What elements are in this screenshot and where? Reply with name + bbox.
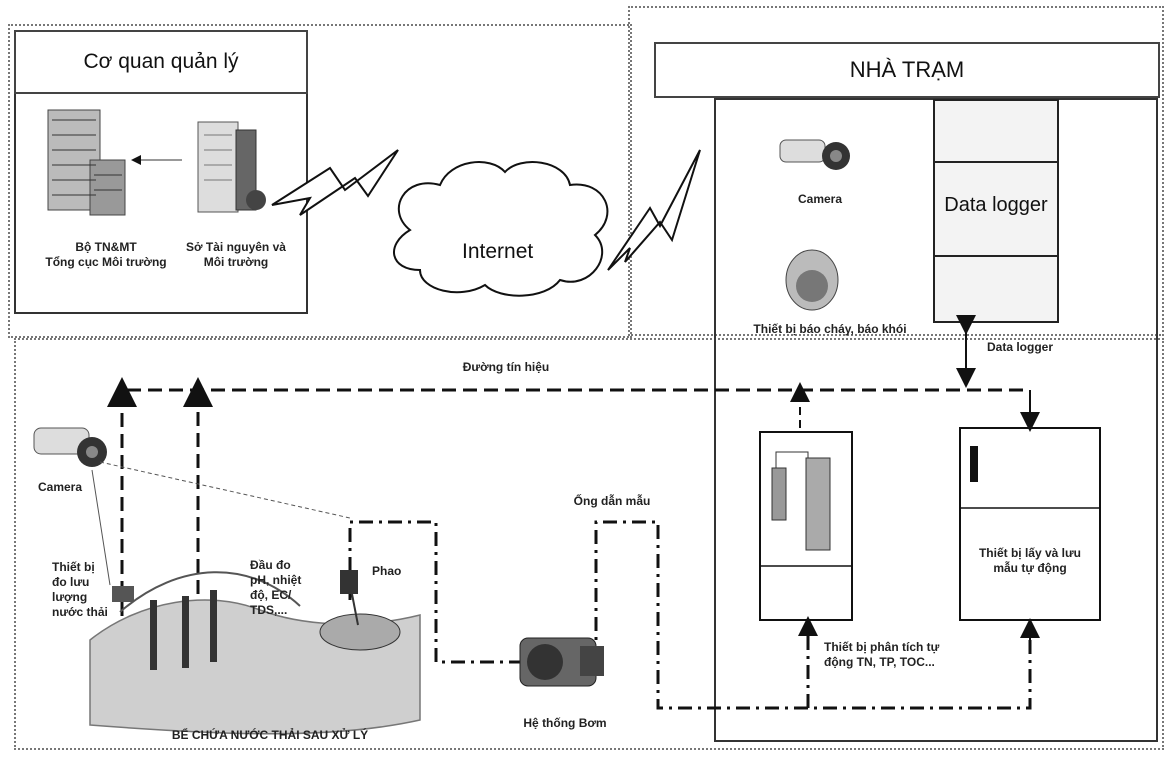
sampler-cabinet [959, 427, 1101, 621]
lightning-right-icon [607, 149, 701, 271]
datalogger-inner-label: Data logger [944, 194, 1048, 216]
internet-cloud-icon [393, 161, 609, 297]
pump-icon [519, 637, 604, 687]
float-label: Phao [372, 564, 402, 578]
department-label: Sở Tài nguyên và Môi trường [186, 240, 286, 269]
station-camera-label: Camera [797, 192, 843, 206]
department-building-icon [197, 121, 266, 213]
datalogger-cabinet [933, 99, 1059, 323]
pump-label: Hệ thống Bơm [523, 716, 607, 730]
station-title: NHÀ TRẠM [654, 42, 1160, 98]
agency-region [8, 24, 632, 338]
agency-title: Cơ quan quản lý [14, 30, 308, 94]
probe-label: Đầu đo pH, nhiệt độ, EC/ TDS,... [250, 558, 302, 617]
agency-title-text: Cơ quan quản lý [83, 50, 239, 73]
internet-label: Internet [462, 240, 534, 263]
fire-detector-icon [785, 249, 839, 311]
datalogger-label: Data logger [986, 340, 1053, 354]
ministry-label: Bộ TN&MT Tổng cục Môi trường [45, 240, 167, 269]
ministry-building-icon [47, 109, 126, 216]
float-icon [319, 570, 401, 651]
sampler-label: Thiết bị lấy và lưu mẫu tự động [978, 546, 1082, 575]
pipe-label: Ống dẫn mẫu [573, 494, 651, 508]
signal-line [120, 388, 1030, 700]
station-camera-icon [779, 139, 850, 170]
sample-pipe-line [348, 520, 522, 664]
signal-line-label: Đường tín hiệu [462, 360, 550, 374]
field-region [14, 338, 1164, 750]
station-title-text: NHÀ TRẠM [849, 57, 965, 82]
lightning-left-icon [271, 149, 399, 216]
flow-meter-label: Thiết bị đo lưu lượng nước thải [52, 560, 108, 619]
field-camera-label: Camera [37, 480, 83, 494]
station-region [628, 6, 1164, 336]
flow-meter-icon [112, 586, 134, 602]
field-camera-icon [33, 427, 107, 467]
fire-detector-label: Thiết bị báo cháy, báo khói [753, 322, 907, 336]
tank-label: BỂ CHỨA NƯỚC THẢI SAU XỬ LÝ [171, 728, 369, 742]
analyzer-label: Thiết bị phân tích tự động TN, TP, TOC..… [824, 640, 940, 669]
